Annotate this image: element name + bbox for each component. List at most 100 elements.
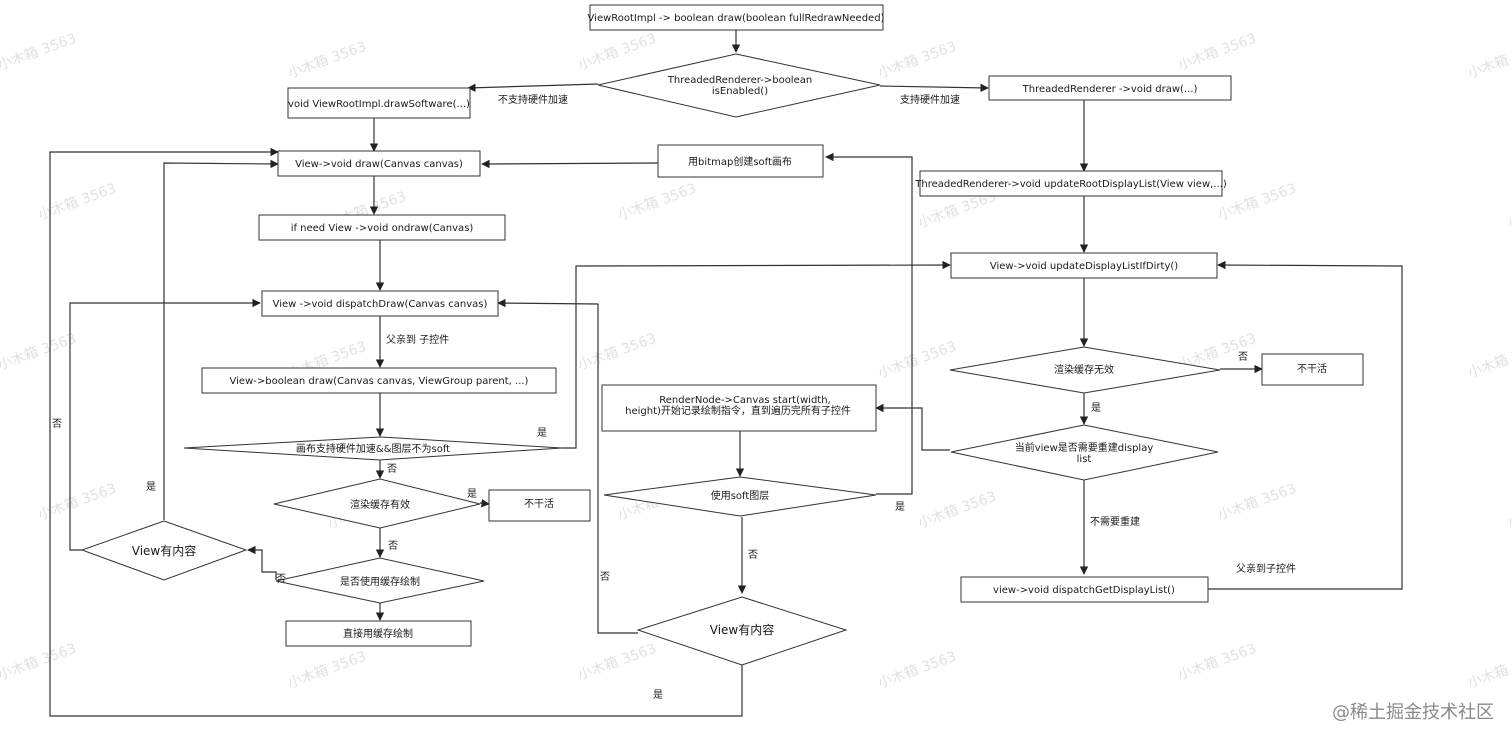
node-draw-software-text: void ViewRootImpl.drawSoftware(...) xyxy=(288,99,470,110)
node-threaded-enabled-text-1: ThreadedRenderer->boolean xyxy=(667,75,812,86)
watermark-text: 小木箱 3563 xyxy=(916,489,999,532)
node-do-nothing-left-box xyxy=(488,489,591,522)
label-yes-content-left: 是 xyxy=(146,481,156,493)
node-cache-valid-diamond xyxy=(273,478,481,529)
node-update-root-dl-box xyxy=(919,170,1223,197)
node-child-draw-box xyxy=(201,367,557,394)
watermark-text: 小木箱 3563 xyxy=(0,31,79,74)
node-root-draw-text: ViewRootImpl -> boolean draw(boolean ful… xyxy=(588,13,885,24)
watermark-text: 小木箱 3563 xyxy=(1216,481,1299,524)
edge-content-mid-no-to-dispatchdraw xyxy=(497,298,638,634)
node-do-nothing-right-box xyxy=(1261,353,1364,386)
node-view-draw-box xyxy=(277,150,481,177)
watermark-text: 小木箱 3563 xyxy=(1466,39,1512,82)
watermark-text: 小木箱 3563 xyxy=(1466,339,1512,382)
watermark-text: 小木箱 3563 xyxy=(876,649,959,692)
label-no-hw-accel: 不支持硬件加速 xyxy=(498,93,568,106)
watermark-text: 小木箱 3563 xyxy=(1466,649,1512,692)
node-dispatch-draw-box xyxy=(261,290,499,317)
label-hw-accel: 支持硬件加速 xyxy=(900,93,960,106)
node-soft-layer-text: 使用soft图层 xyxy=(711,489,770,502)
edge-bitmap-to-view-draw xyxy=(481,159,659,169)
node-draw-software-box xyxy=(287,87,471,119)
edge-content-left-yes-to-view-draw xyxy=(163,159,279,520)
node-update-root-dl-text: ThreadedRenderer->void updateRootDisplay… xyxy=(914,179,1227,190)
label-yes-content-mid: 是 xyxy=(653,689,663,701)
watermark-text: 小木箱 3563 xyxy=(576,331,659,374)
node-cache-invalid-diamond xyxy=(949,346,1221,394)
node-content-left-text: View有内容 xyxy=(132,543,196,558)
label-no-use-cache: 否 xyxy=(276,573,286,585)
watermark-text: 小木箱 3563 xyxy=(36,181,119,224)
watermark-text: 小木箱 3563 xyxy=(1176,641,1259,684)
node-update-dl-dirty-text: View->void updateDisplayListIfDirty() xyxy=(990,261,1178,272)
label-yes-soft-layer: 是 xyxy=(895,501,905,513)
node-bitmap-canvas-box xyxy=(657,144,824,178)
node-update-dl-dirty-box xyxy=(950,252,1218,279)
node-hw-check-diamond xyxy=(183,436,563,461)
node-threaded-enabled-diamond xyxy=(597,53,881,118)
label-no-content-left: 否 xyxy=(52,418,62,430)
edge-label-layer: 不支持硬件加速 支持硬件加速 父亲到 子控件 是 否 是 否 否 是 否 否 是… xyxy=(52,93,1296,701)
node-threaded-draw-text: ThreadedRenderer ->void draw(...) xyxy=(1022,84,1198,95)
node-dispatch-draw-text: View ->void dispatchDraw(Canvas canvas) xyxy=(273,299,488,310)
watermark-text: 小木箱 3563 xyxy=(576,31,659,74)
watermark-text: 小木箱 3563 xyxy=(876,339,959,382)
node-cache-invalid-text: 渲染缓存无效 xyxy=(1054,363,1114,376)
edge-rebuild-to-rendernode xyxy=(875,403,950,451)
label-no-soft-layer: 否 xyxy=(748,549,758,561)
watermark-text: 小木箱 3563 xyxy=(0,641,79,684)
node-dispatch-get-dl-box xyxy=(960,576,1209,603)
node-need-rebuild-text-1: 当前view是否需要重建display xyxy=(1015,441,1154,454)
label-yes-hw-right: 是 xyxy=(537,427,547,439)
node-soft-layer-diamond xyxy=(603,476,877,517)
node-do-nothing-right-text: 不干活 xyxy=(1297,363,1327,375)
edge-threaded-check-to-threaded-draw xyxy=(879,83,989,93)
watermark-text: 小木箱 3563 xyxy=(286,649,369,692)
node-child-draw-text: View->boolean draw(Canvas canvas, ViewGr… xyxy=(230,376,529,387)
label-no-cache-invalid: 否 xyxy=(1238,351,1248,363)
edge-threaded-check-to-software xyxy=(467,83,599,92)
node-direct-cache-draw-text: 直接用缓存绘制 xyxy=(343,627,413,640)
edge-hw-check-yes-to-update-dl xyxy=(562,260,951,449)
node-threaded-draw-box xyxy=(988,75,1232,101)
watermark-text: 小木箱 3563 xyxy=(36,481,119,524)
node-ondraw-text: if need View ->void ondraw(Canvas) xyxy=(291,223,474,234)
watermark-text: 小木箱 3563 xyxy=(876,39,959,82)
watermark-text: 小木箱 3563 xyxy=(0,331,79,374)
node-do-nothing-left-text: 不干活 xyxy=(524,498,554,510)
edge-soft-layer-yes-to-bitmap xyxy=(825,152,913,495)
node-view-draw-text: View->void draw(Canvas canvas) xyxy=(295,159,463,170)
node-root-draw-box xyxy=(589,4,884,31)
watermark-text: 小木箱 3563 xyxy=(1506,189,1512,232)
node-need-rebuild-diamond xyxy=(950,424,1219,481)
node-bitmap-canvas-text: 用bitmap创建soft画布 xyxy=(688,155,792,168)
node-cache-valid-text: 渲染缓存有效 xyxy=(350,498,410,511)
label-no-cache-valid: 否 xyxy=(388,540,398,552)
node-hw-check-text: 画布支持硬件加速&&图层不为soft xyxy=(296,442,450,455)
edge-layer xyxy=(49,30,1403,717)
edge-content-left-no-to-dispatchdraw xyxy=(69,298,261,551)
label-no-content-mid: 否 xyxy=(600,571,610,583)
node-dispatch-get-dl-text: view->void dispatchGetDisplayList() xyxy=(993,585,1175,596)
edge-cache-valid-yes-to-nothing xyxy=(479,498,490,508)
node-rendernode-start-text-2: height)开始记录绘制指令，直到遍历完所有子控件 xyxy=(625,404,851,417)
label-yes-cache-invalid: 是 xyxy=(1091,402,1101,414)
node-content-mid-text: View有内容 xyxy=(710,622,774,637)
node-use-cache-text: 是否使用缓存绘制 xyxy=(340,575,420,588)
label-parent-to-child-2: 父亲到子控件 xyxy=(1236,562,1296,575)
watermark-text: 小木箱 3563 xyxy=(1216,181,1299,224)
node-use-cache-diamond xyxy=(275,557,485,604)
edge-dispatch-get-dl-to-update-dl xyxy=(1208,260,1403,590)
label-yes-cache-valid: 是 xyxy=(467,488,477,500)
edge-use-cache-no-to-content-left xyxy=(247,545,277,580)
node-ondraw-box xyxy=(258,214,506,241)
label-no-need-rebuild: 不需要重建 xyxy=(1090,515,1140,528)
node-threaded-enabled-text-2: isEnabled() xyxy=(712,86,768,97)
watermark-text: 小木箱 3563 xyxy=(1176,31,1259,74)
watermark-text: 小木箱 3563 xyxy=(576,641,659,684)
label-parent-to-child-1: 父亲到 子控件 xyxy=(386,333,449,346)
node-content-left-diamond xyxy=(80,520,248,581)
node-content-mid-diamond xyxy=(636,596,848,666)
